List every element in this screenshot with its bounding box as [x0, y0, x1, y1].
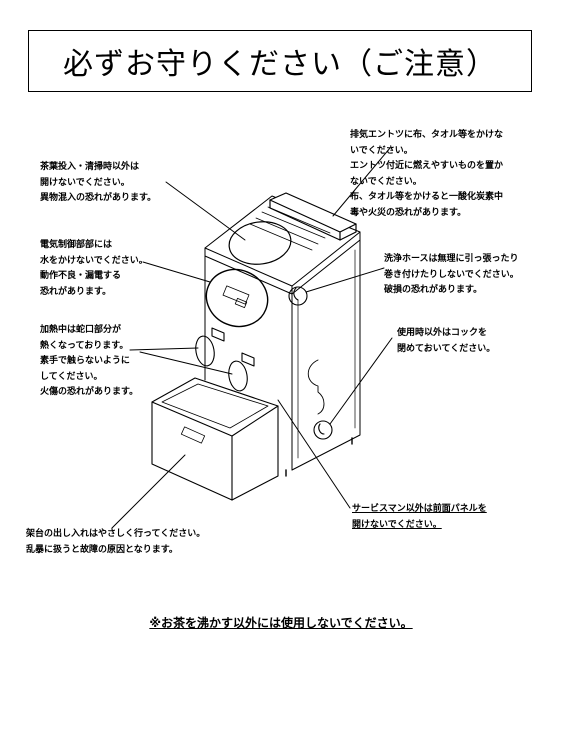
- cock: [313, 420, 333, 440]
- leader-lines: [111, 147, 393, 529]
- note-control: 電気制御部部には 水をかけないでください。 動作不良・漏電する 恐れがあります。: [40, 240, 148, 297]
- note-service: サービスマン以外は前面パネルを 開けないでください。: [352, 504, 487, 530]
- footer-warning: ※お茶を沸かす以外には使用しないでください。: [149, 616, 413, 630]
- note-stand: 架台の出し入れはやさしく行ってください。 乱暴に扱うと故障の原因となります。: [26, 529, 206, 555]
- exhaust-chimney: [269, 192, 357, 241]
- note-exhaust: 排気エントツに布、タオル等をかけな いでください。 エントツ付近に燃えやすいもの…: [350, 130, 504, 218]
- tea-lid: [228, 221, 292, 265]
- faucet-lower: [228, 352, 255, 392]
- page-title: 必ずお守りください（ご注意）: [63, 47, 497, 82]
- note-heating: 加熱中は蛇口部分が 熱くなっております。 素手で触らないように してください。 …: [40, 325, 139, 397]
- title-box: 必ずお守りください（ご注意）: [28, 30, 532, 92]
- stand-drawer: [151, 377, 279, 501]
- control-panel: [205, 268, 269, 328]
- faucet-upper: [195, 327, 225, 367]
- note-tea-leaves: 茶葉投入・清掃時以外は 開けないでください。 異物混入の恐れがあります。: [40, 162, 157, 203]
- hose: [288, 286, 308, 306]
- note-hose: 洗浄ホースは無理に引っ張ったり 巻き付けたりしないでください。 破損の恐れがあり…: [384, 254, 519, 295]
- note-cock: 使用時以外はコックを 閉めておいてください。: [397, 328, 496, 354]
